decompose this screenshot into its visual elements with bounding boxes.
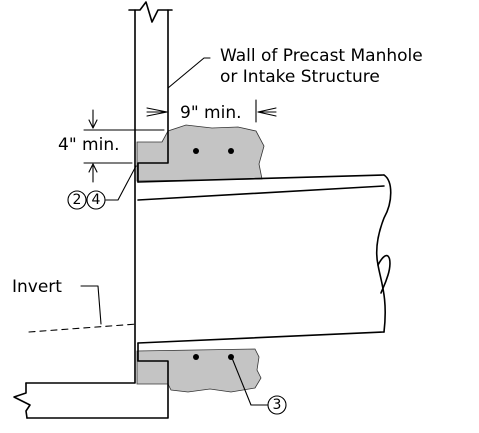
four-min-dimension bbox=[83, 109, 165, 183]
rebar-dot bbox=[228, 354, 234, 360]
wall-label-line1: Wall of Precast Manhole bbox=[220, 46, 423, 66]
invert-leader bbox=[80, 285, 102, 325]
callout-24-leader bbox=[105, 165, 137, 201]
pipe bbox=[137, 174, 392, 344]
svg-text:2: 2 bbox=[73, 192, 82, 208]
svg-text:4: 4 bbox=[92, 192, 101, 208]
rebar-dot bbox=[193, 148, 199, 154]
callout-2: 2 bbox=[67, 190, 87, 210]
four-min-label: 4" min. bbox=[58, 135, 120, 155]
callout-4: 4 bbox=[86, 190, 106, 210]
manhole-wall bbox=[13, 1, 173, 419]
upper-grout-pad bbox=[136, 124, 265, 182]
nine-min-dimension bbox=[146, 99, 277, 123]
lower-grout-pad bbox=[136, 348, 262, 393]
invert-line bbox=[28, 323, 138, 333]
wall-label-line2: or Intake Structure bbox=[220, 67, 380, 87]
callout-3-leader bbox=[231, 357, 269, 406]
rebar-dot bbox=[228, 148, 234, 154]
rebar-dot bbox=[193, 354, 199, 360]
wall-leader bbox=[167, 57, 211, 89]
invert-label: Invert bbox=[12, 277, 62, 297]
nine-min-label: 9" min. bbox=[180, 103, 242, 123]
callout-3: 3 bbox=[267, 395, 287, 415]
svg-text:3: 3 bbox=[273, 397, 282, 413]
